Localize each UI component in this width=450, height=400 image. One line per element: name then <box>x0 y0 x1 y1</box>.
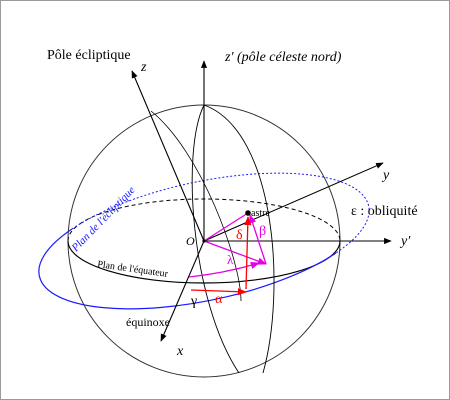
y-axis-label: y <box>381 168 390 183</box>
astre-label: astre <box>251 208 270 219</box>
meridian-through-astre <box>203 104 275 374</box>
gamma-label: γ <box>190 294 197 309</box>
z-prime-label: z′ (pôle céleste nord) <box>224 50 342 65</box>
arc-lambda <box>188 261 260 278</box>
y-prime-label: y′ <box>399 234 411 249</box>
vector-delta <box>244 216 252 290</box>
x-axis <box>160 240 205 342</box>
lambda-label: λ <box>227 252 234 267</box>
ecliptic-back-arc <box>71 172 370 254</box>
pole-ecliptique-label: Pôle écliptique <box>47 48 131 63</box>
alpha-label: α <box>215 292 223 307</box>
vector-alpha <box>190 288 247 296</box>
obliquite-label: ε : obliquité <box>351 204 418 219</box>
ecliptic-front-arc <box>38 228 337 310</box>
vector-lambda <box>203 240 267 265</box>
meridian-through-vernal <box>191 104 240 374</box>
vector-beta <box>249 214 267 265</box>
z-axis-label: z <box>140 60 147 75</box>
x-axis-label: x <box>176 344 184 359</box>
plan-ecliptique-label: Plan de l'écliptique <box>69 184 138 255</box>
equinoxe-label: équinoxe <box>126 315 170 329</box>
delta-label: δ <box>236 228 243 243</box>
origin-point <box>202 239 206 243</box>
y-axis <box>203 162 384 242</box>
astre-point <box>245 210 251 216</box>
origin-label: O <box>186 234 195 248</box>
vector-to-astre <box>203 212 249 242</box>
beta-label: β <box>259 224 266 239</box>
ecliptic-meridian <box>150 110 242 302</box>
z-axis <box>131 70 205 242</box>
